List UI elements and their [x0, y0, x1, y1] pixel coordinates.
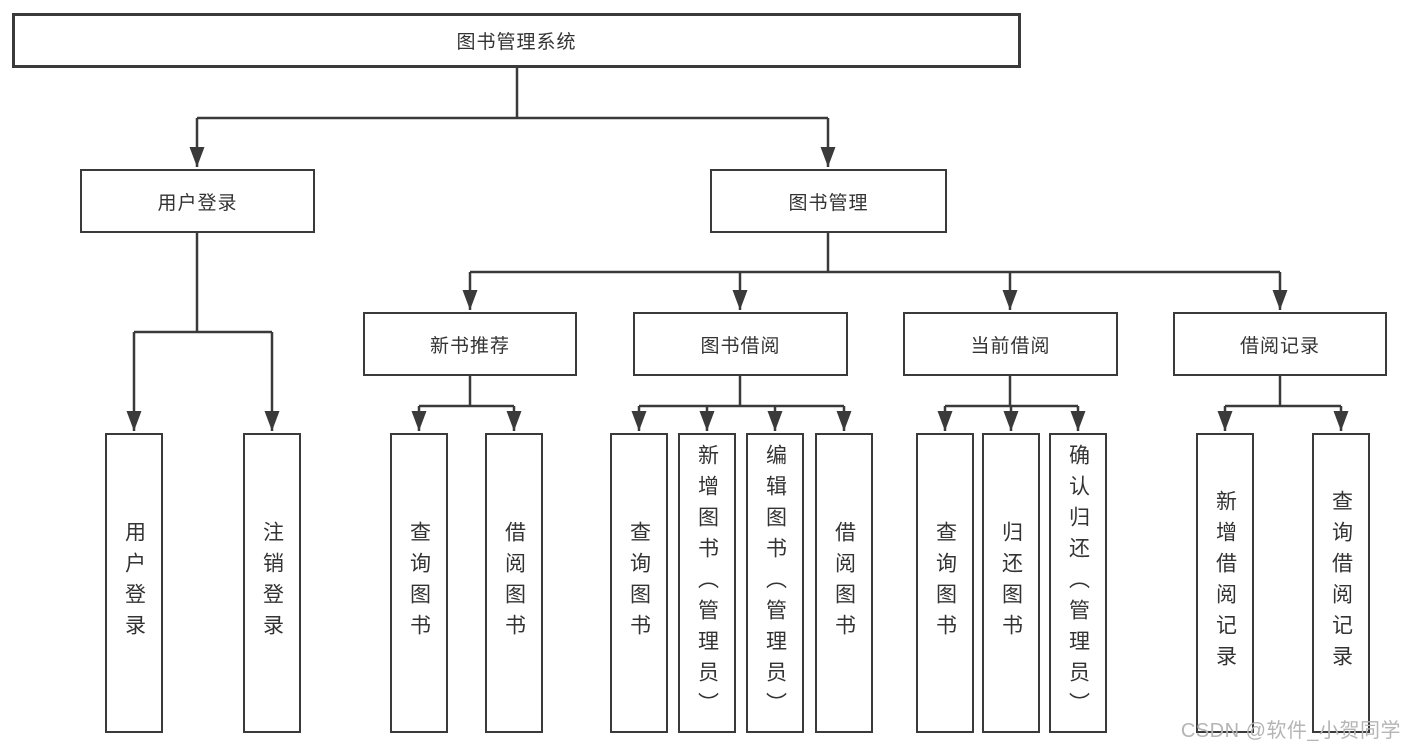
node-book-borrow: 图书借阅	[633, 312, 848, 376]
leaf-confirm-return-admin: 确认归还（管理员）	[1049, 433, 1107, 733]
node-current-borrow: 当前借阅	[903, 312, 1118, 376]
csdn-watermark: CSDN @软件_小贺同学	[1180, 720, 1401, 742]
leaf-borrow-book: 借阅图书	[485, 433, 543, 733]
node-user-login: 用户登录	[80, 169, 315, 233]
leaf-query-book: 查询图书	[390, 433, 448, 733]
leaf-query-borrow-record: 查询借阅记录	[1312, 433, 1370, 733]
leaf-edit-book-admin: 编辑图书（管理员）	[746, 433, 804, 733]
node-book-management: 图书管理	[710, 169, 947, 233]
leaf-query-book: 查询图书	[610, 433, 668, 733]
node-borrow-records: 借阅记录	[1173, 312, 1387, 376]
node-root: 图书管理系统	[12, 13, 1021, 68]
leaf-return-book: 归还图书	[982, 433, 1040, 733]
leaf-add-book-admin: 新增图书（管理员）	[678, 433, 736, 733]
leaf-borrow-book: 借阅图书	[815, 433, 873, 733]
node-new-book-recommend: 新书推荐	[363, 312, 577, 376]
leaf-user-login: 用户登录	[105, 433, 163, 733]
leaf-logout: 注销登录	[243, 433, 301, 733]
leaf-query-book: 查询图书	[916, 433, 974, 733]
leaf-add-borrow-record: 新增借阅记录	[1196, 433, 1254, 733]
